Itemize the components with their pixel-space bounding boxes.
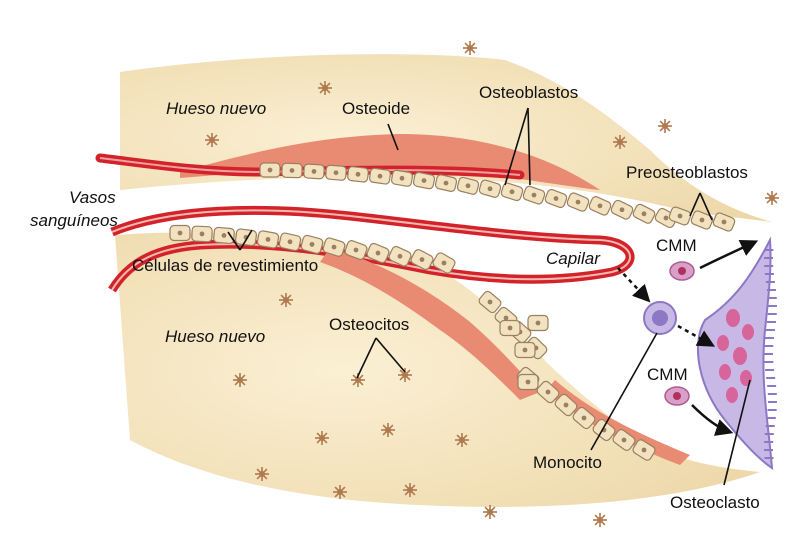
osteocyte-icon — [613, 135, 627, 149]
cell-nucleus — [510, 189, 515, 194]
cell-nucleus — [332, 245, 337, 250]
cell-nucleus — [554, 196, 559, 201]
cell-nucleus — [664, 216, 669, 221]
label-capilar: Capilar — [546, 249, 601, 268]
cell-nucleus — [700, 218, 705, 223]
label-preosteoblastos: Preosteoblastos — [626, 163, 748, 182]
label-vasos-line1: Vasos — [69, 188, 116, 207]
osteoclast-nucleus — [719, 364, 731, 380]
cell-nucleus — [678, 214, 683, 219]
osteoclast-nucleus — [733, 347, 747, 365]
osteocyte-icon — [463, 41, 477, 55]
osteocyte-icon — [205, 133, 219, 147]
cell-nucleus — [354, 248, 359, 253]
osteocyte-icon — [455, 433, 469, 447]
cell-nucleus — [398, 254, 403, 259]
cell-nucleus — [420, 257, 425, 262]
label-celulas-revestimiento: Células de revestimiento — [132, 256, 318, 275]
cell-nucleus — [376, 251, 381, 256]
label-osteoclasto: Osteoclasto — [670, 493, 760, 512]
cell-nucleus — [334, 170, 339, 175]
osteocyte-icon — [279, 293, 293, 307]
cell-nucleus — [642, 211, 647, 216]
label-hueso-nuevo-top: Hueso nuevo — [166, 99, 266, 118]
label-cmm-top: CMM — [656, 236, 697, 255]
cell-nucleus — [178, 231, 183, 236]
osteocyte-icon — [658, 119, 672, 133]
arrow-msc-top — [700, 242, 755, 268]
osteocyte-icon — [315, 431, 329, 445]
msc-cell-top — [670, 262, 694, 280]
cell-nucleus — [422, 178, 427, 183]
cell-nucleus — [488, 186, 493, 191]
cell-nucleus — [582, 416, 587, 421]
osteoclast-nucleus — [740, 370, 752, 386]
cell-nucleus — [536, 321, 541, 326]
cell-nucleus — [288, 239, 293, 244]
osteocyte-icon — [381, 423, 395, 437]
label-vasos-line2: sanguíneos — [30, 211, 118, 230]
cell-nucleus — [488, 300, 493, 305]
cell-nucleus — [312, 169, 317, 174]
osteocyte-icon — [255, 467, 269, 481]
cell-nucleus — [444, 181, 449, 186]
osteocyte-icon — [483, 505, 497, 519]
cell-nucleus — [642, 448, 647, 453]
cell-nucleus — [564, 403, 569, 408]
label-osteoblastos: Osteoblastos — [479, 83, 578, 102]
cell-nucleus — [378, 174, 383, 179]
label-monocito: Monocito — [533, 453, 602, 472]
cell-nucleus — [222, 233, 227, 238]
label-hueso-nuevo-bottom: Hueso nuevo — [165, 327, 265, 346]
cell-nucleus — [576, 200, 581, 205]
cell-nucleus — [598, 203, 603, 208]
cell-nucleus — [546, 390, 551, 395]
cell-nucleus — [266, 237, 271, 242]
cell-nucleus — [310, 242, 315, 247]
osteocyte-icon — [593, 513, 607, 527]
cell-nucleus — [442, 261, 447, 266]
cell-nucleus — [722, 220, 727, 225]
osteoclast-nucleus — [717, 335, 729, 351]
label-osteoide: Osteoide — [342, 99, 410, 118]
cell-nucleus — [532, 193, 537, 198]
cell-nucleus — [290, 168, 295, 173]
monocyte — [644, 302, 676, 334]
osteoclast-nucleus — [726, 309, 740, 327]
cell-nucleus — [508, 326, 513, 331]
cell-nucleus — [200, 232, 205, 237]
osteocyte-icon — [398, 368, 412, 382]
osteocyte-icon — [318, 81, 332, 95]
cell-nucleus — [466, 183, 471, 188]
osteoclast-nucleus — [726, 387, 738, 403]
osteocyte-icon — [333, 485, 347, 499]
cell-nucleus — [526, 380, 531, 385]
osteocyte-icon — [233, 373, 247, 387]
cell-nucleus — [400, 176, 405, 181]
cell-nucleus — [504, 316, 509, 321]
osteocyte-icon — [765, 191, 779, 205]
label-cmm-bottom: CMM — [647, 365, 688, 384]
msc-cell-bottom — [665, 387, 689, 405]
cell-nucleus — [523, 348, 528, 353]
cell-nucleus — [356, 172, 361, 177]
osteocyte-icon — [403, 483, 417, 497]
label-osteocitos: Osteocitos — [329, 315, 409, 334]
cell-nucleus — [622, 438, 627, 443]
cell-nucleus — [268, 168, 273, 173]
cell-nucleus — [620, 207, 625, 212]
osteoclast-nucleus — [742, 324, 754, 340]
